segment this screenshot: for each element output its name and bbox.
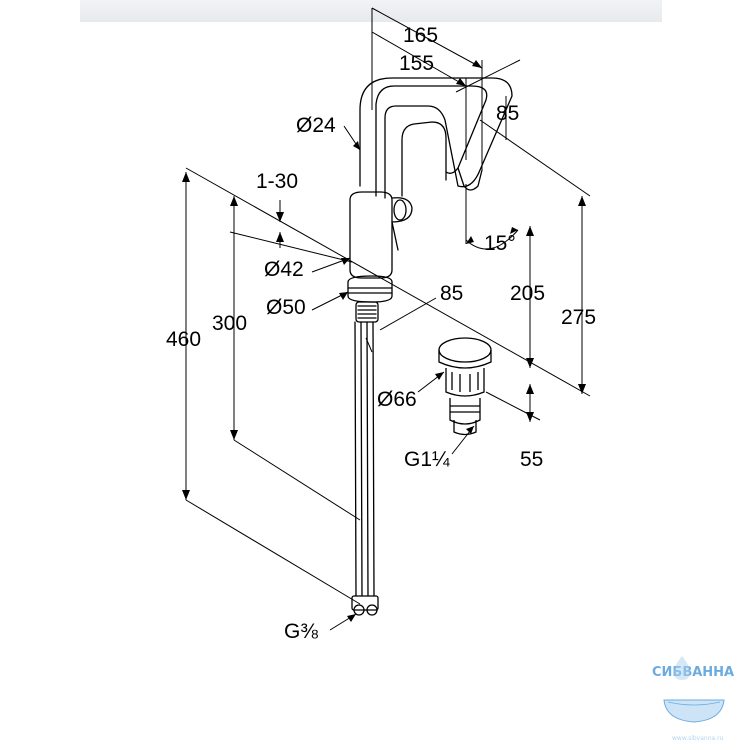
dim-300: 300 <box>212 312 247 335</box>
spout-inner <box>375 85 488 197</box>
hose-right <box>366 321 369 597</box>
dim-275: 275 <box>561 306 596 329</box>
dim-diameter-50: Ø50 <box>266 296 306 319</box>
watermark-url: www.sibvanna.ru <box>672 735 724 742</box>
dim-1-30: 1-30 <box>256 170 298 193</box>
watermark-logo: СИБВАННА www.sibvanna.ru <box>652 656 734 742</box>
top-bar <box>80 0 662 22</box>
faucet-outline <box>347 77 513 616</box>
dim-165: 165 <box>403 24 438 47</box>
flange <box>347 275 393 303</box>
watermark-brand: СИБВАННА <box>652 665 734 680</box>
dim-diameter-24: Ø24 <box>296 114 336 137</box>
dim-155: 155 <box>399 52 434 75</box>
dim-205: 205 <box>510 282 545 305</box>
faucet-body <box>349 191 393 279</box>
dim-diameter-66: Ø66 <box>377 388 417 411</box>
dim-85-top: 85 <box>496 102 519 125</box>
lever-knob <box>393 199 407 221</box>
dim-thread-g1-1-4: G1¼ <box>404 448 450 471</box>
dimension-labels: 165 155 85 Ø24 1-30 15° Ø42 Ø50 85 205 2… <box>166 24 596 643</box>
water-drop-icon <box>674 656 690 680</box>
hose-fitting <box>351 595 379 611</box>
arrowheads <box>182 60 586 622</box>
pop-up-waste <box>438 337 492 436</box>
spout-outer <box>359 77 513 199</box>
hose-left <box>354 321 357 597</box>
aerator <box>457 167 483 191</box>
dim-460: 460 <box>166 328 201 351</box>
bathtub-icon <box>663 699 725 723</box>
dim-diameter-42: Ø42 <box>264 258 304 281</box>
lever-joint <box>391 197 413 223</box>
dimension-lines <box>185 7 591 631</box>
threaded-stud <box>355 301 379 323</box>
spout-arm <box>401 121 447 197</box>
dim-angle-15: 15° <box>484 232 516 255</box>
dim-85-lower: 85 <box>440 282 463 305</box>
dim-55: 55 <box>520 448 543 471</box>
dim-thread-g3-8: G⅜ <box>284 620 318 643</box>
